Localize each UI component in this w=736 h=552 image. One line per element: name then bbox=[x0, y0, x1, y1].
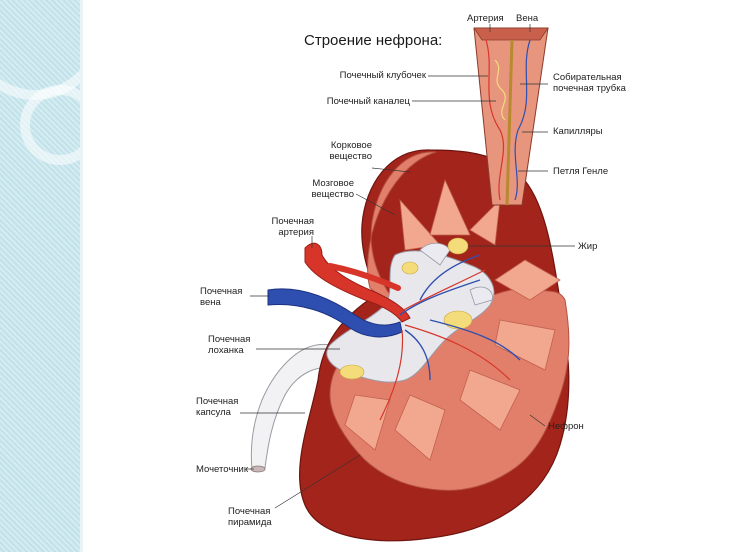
label-cortex: Корковое вещество bbox=[329, 140, 372, 162]
label-vein-top: Вена bbox=[516, 13, 539, 24]
leader-medulla bbox=[355, 193, 396, 216]
label-fat: Жир bbox=[578, 241, 598, 252]
decorative-circle-bottom bbox=[20, 85, 80, 165]
pyramid-6 bbox=[459, 369, 521, 431]
renal-artery bbox=[304, 242, 411, 323]
vessel-branches bbox=[399, 254, 521, 381]
label-pyramid: Почечная пирамида bbox=[228, 506, 272, 528]
label-collecting-duct: Собирательная почечная трубка bbox=[553, 72, 626, 94]
label-loop-henle: Петля Генле bbox=[553, 166, 609, 177]
column-tubule bbox=[494, 59, 506, 121]
column-vessel-red bbox=[485, 39, 505, 201]
label-nephron: Нефрон bbox=[548, 421, 584, 432]
pyramid-3 bbox=[469, 198, 501, 246]
diagram-title: Строение нефрона: bbox=[304, 32, 443, 49]
column-vessel-blue bbox=[514, 39, 531, 201]
label-renal-artery: Почечная артерия bbox=[271, 216, 314, 238]
renal-pelvis bbox=[326, 250, 495, 383]
strip-edge bbox=[80, 0, 83, 552]
pyramid-2 bbox=[429, 178, 471, 236]
artery-branches bbox=[379, 269, 511, 421]
decorative-side-strip bbox=[0, 0, 80, 552]
label-ureter: Мочеточник bbox=[196, 464, 248, 475]
nephron-column-shade bbox=[473, 27, 549, 41]
label-pelvis: Почечная лоханка bbox=[208, 334, 251, 356]
pyramid-7 bbox=[394, 394, 446, 461]
label-capsule: Почечная капсула bbox=[196, 396, 239, 418]
label-glomerulus: Почечный клубочек bbox=[339, 70, 426, 81]
pyramid-8 bbox=[344, 394, 391, 451]
label-tubule: Почечный каналец bbox=[326, 96, 410, 107]
label-capillaries: Капилляры bbox=[553, 126, 603, 137]
pyramid-5 bbox=[494, 319, 556, 371]
pyramid-4 bbox=[494, 259, 561, 301]
label-medulla: Мозговое вещество bbox=[311, 178, 354, 200]
leader-pyramid bbox=[274, 454, 361, 509]
collecting-duct bbox=[505, 39, 514, 206]
fat-1 bbox=[447, 237, 469, 255]
label-artery-top: Артерия bbox=[467, 13, 504, 24]
leader-cortex bbox=[371, 167, 411, 173]
calyx-2 bbox=[469, 286, 493, 306]
label-renal-vein: Почечная вена bbox=[200, 286, 243, 308]
fat-4 bbox=[339, 364, 365, 380]
fat-3 bbox=[401, 261, 419, 275]
fat-2 bbox=[443, 310, 473, 330]
artery-branch bbox=[327, 263, 401, 291]
leader-nephron bbox=[529, 414, 546, 427]
